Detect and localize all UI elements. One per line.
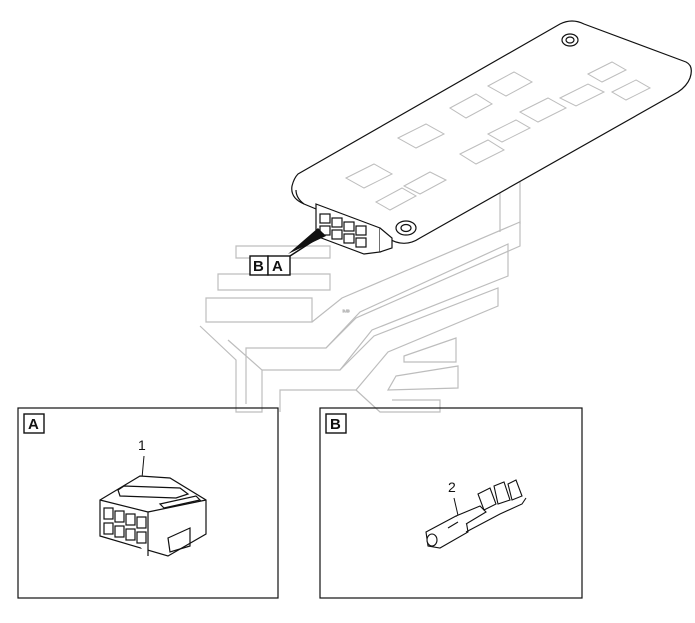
callout-label-a: A xyxy=(272,258,283,275)
part-number-1: 1 xyxy=(138,437,146,453)
mounting-hole-top xyxy=(561,33,579,47)
detail-frame-a: A 1 xyxy=(17,407,279,599)
part-number-2: 2 xyxy=(448,479,456,495)
callout-label-b: B xyxy=(253,258,264,275)
part-1-leader xyxy=(141,455,145,479)
panel-components-ghost xyxy=(344,61,652,211)
detail-b-label: B xyxy=(330,416,341,433)
connector-housing-icon xyxy=(99,475,207,557)
panel-connector xyxy=(315,203,393,255)
view-callout-leader xyxy=(288,228,326,257)
crimp-terminal-icon xyxy=(425,479,527,549)
detail-frame-b: B 2 xyxy=(319,407,583,599)
view-callout-boxes: B A xyxy=(249,255,291,276)
detail-a-label: A xyxy=(28,416,39,433)
mounting-hole-bottom xyxy=(395,220,417,236)
ghost-tiny-text: ᴮ ᴬᴮ xyxy=(343,309,350,314)
